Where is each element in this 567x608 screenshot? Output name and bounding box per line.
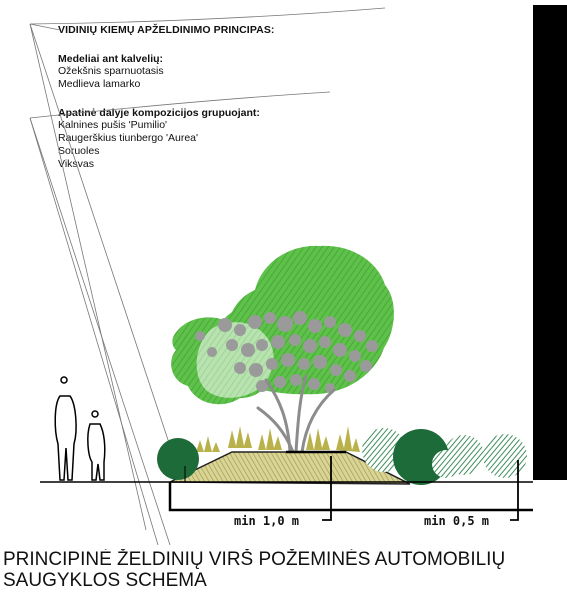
tree-trunks <box>256 374 336 454</box>
shrubs <box>157 428 527 485</box>
legend-heading-hill-trees: Medeliai ant kalvelių: <box>58 53 164 65</box>
legend: VIDINIŲ KIEMŲ APŽELDINIMO PRINCIPAS: Med… <box>58 24 388 171</box>
legend-item: Ožekšnis sparnuotasis <box>58 65 164 77</box>
legend-item: Soruoles <box>58 145 100 157</box>
legend-item: Raugerškius tiunbergo 'Aurea' <box>58 132 199 144</box>
legend-title: VIDINIŲ KIEMŲ APŽELDINIMO PRINCIPAS: <box>58 24 275 36</box>
leader-lines <box>29 7 386 546</box>
figure-caption: PRINCIPINĖ ŽELDINIŲ VIRŠ POŽEMINĖS AUTOM… <box>3 549 567 591</box>
people-silhouettes <box>54 376 106 481</box>
shrub-dark-left <box>157 438 199 480</box>
caption-line-1: PRINCIPINĖ ŽELDINIŲ VIRŠ POŽEMINĖS AUTOM… <box>3 549 506 570</box>
dimension-min-05m: min 0,5 m <box>424 514 490 528</box>
shrub-hatched <box>483 434 527 478</box>
legend-item: Medlieva lamarko <box>58 78 141 90</box>
ground-and-slab <box>40 466 533 512</box>
grass <box>196 426 360 452</box>
tree-branches <box>195 311 378 393</box>
legend-group-lower-plants: Apatinė dalyje kompozicijos grupuojant: … <box>58 107 388 171</box>
building-wall <box>533 5 567 480</box>
caption-line-2: SAUGYKLOS SCHEMA <box>3 570 207 591</box>
legend-item: Viksvas <box>58 158 94 170</box>
dimension-lines <box>322 456 519 521</box>
legend-item: Kalnines pušis 'Pumilio' <box>58 119 168 131</box>
dimension-min-1m: min 1,0 m <box>234 514 300 528</box>
shrub-hatched <box>432 450 460 478</box>
legend-group-hill-trees: Medeliai ant kalvelių: Ožekšnis sparnuot… <box>58 53 388 91</box>
